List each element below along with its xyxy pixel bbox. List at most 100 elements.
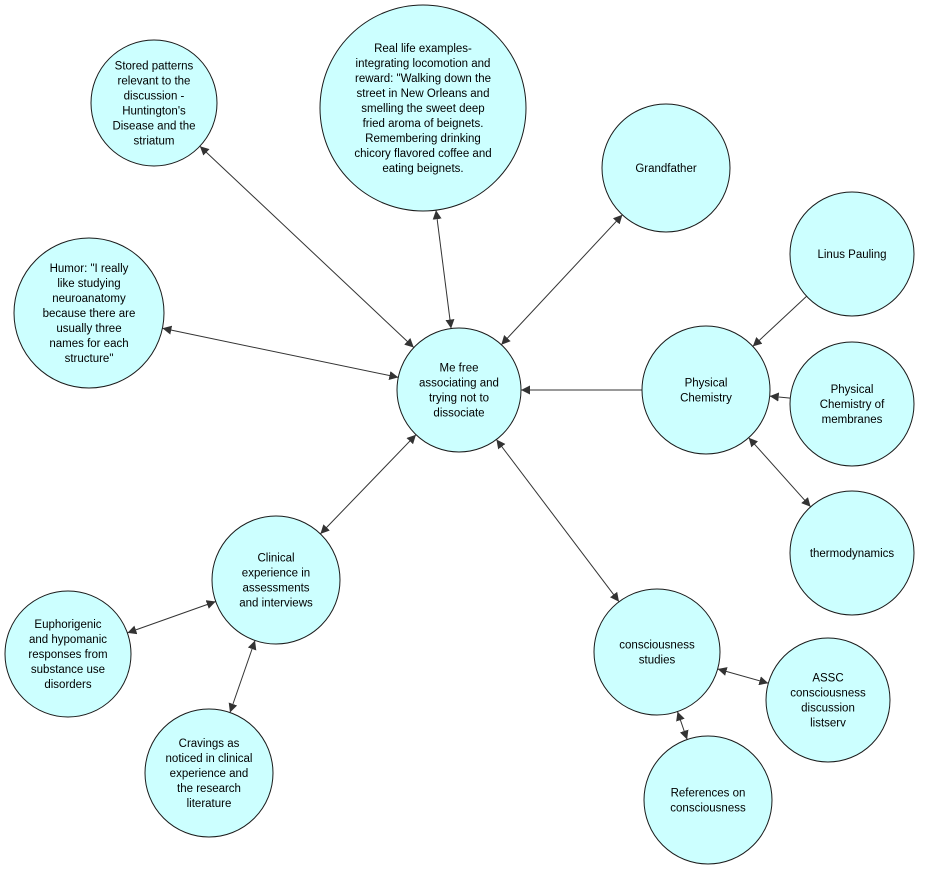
node-label-line: listserv [810, 718, 846, 730]
node-circle [601, 103, 731, 233]
node-label-line: membranes [822, 414, 883, 426]
node-label-line: experience and [170, 768, 249, 780]
node-circle [789, 490, 915, 616]
node-circle [593, 588, 721, 716]
node-refs: References on consciousness [643, 735, 773, 865]
node-circle [4, 590, 132, 718]
node-circle [396, 327, 522, 453]
node-label-line: and hypomanic [29, 634, 107, 646]
node-label-line: Cravings as [179, 738, 240, 750]
edge-clinical-cravings [228, 640, 257, 713]
node-label-line: noticed in clinical [166, 753, 253, 765]
edge-linus-physchem [752, 295, 807, 347]
node-label-line: structure" [65, 353, 114, 365]
node-label-line: reward: "Walking down the [355, 73, 491, 85]
node-label-line: dissociate [433, 408, 484, 420]
edge-center-reallife [432, 210, 455, 329]
node-label-line: usually three [56, 323, 121, 335]
node-label-line: assessments [242, 583, 309, 595]
node-circle [90, 39, 218, 167]
node-label-line: trying not to [429, 393, 489, 405]
node-circle [13, 237, 165, 389]
node-label-line: literature [187, 798, 232, 810]
node-label-line: discussion [801, 703, 855, 715]
node-label-line: discussion - [124, 91, 185, 103]
node-label-line: relevant to the [118, 76, 191, 88]
node-label-line: Stored patterns [115, 61, 194, 73]
node-label-line: chicory flavored coffee and [354, 148, 491, 160]
node-conscious: consciousness studies [593, 588, 721, 716]
node-label-line: Disease and the [112, 121, 195, 133]
node-label-line: street in New Orleans and [357, 88, 490, 100]
node-label-line: neuroanatomy [52, 293, 126, 305]
node-label-line: thermodynamics [810, 548, 895, 560]
node-label-line: responses from [28, 649, 107, 661]
node-label-line: consciousness [670, 803, 746, 815]
node-label-line: like studying [57, 278, 120, 290]
node-label-line: Me free [440, 363, 479, 375]
node-label-line: fried aroma of beignets. [363, 118, 484, 130]
node-linus: Linus Pauling [789, 191, 915, 317]
edge-physmem-physchem [769, 392, 791, 402]
node-cravings: Cravings as noticed in clinical experience… [144, 708, 274, 838]
edge-physchem-thermo [748, 437, 811, 508]
node-label-line: Remembering drinking [365, 133, 481, 145]
node-label-line: striatum [134, 136, 175, 148]
node-label-line: Humor: "I really [50, 263, 129, 275]
node-label-line: Physical [831, 384, 874, 396]
node-circle [641, 325, 771, 455]
node-circle [789, 341, 915, 467]
node-label-line: Huntington's [122, 106, 186, 118]
node-label-line: associating and [419, 378, 499, 390]
node-label-line: disorders [44, 679, 92, 691]
node-assc: ASSC consciousness discussion listserv [765, 637, 891, 763]
node-stored: Stored patterns relevant to the discussion… [90, 39, 218, 167]
node-label-line: the research [177, 783, 241, 795]
nodes-layer: Me free associating and trying not to disso… [4, 4, 915, 865]
node-label-line: because there are [43, 308, 136, 320]
node-circle [765, 637, 891, 763]
node-grandfather: Grandfather [601, 103, 731, 233]
node-label-line: and interviews [239, 598, 313, 610]
node-label-line: Physical [685, 378, 728, 390]
node-label-line: Clinical [257, 553, 294, 565]
node-label-line: eating beignets. [382, 163, 463, 175]
edges-layer [127, 145, 811, 740]
edge-conscious-refs [676, 711, 689, 740]
node-label-line: smelling the sweet deep [361, 103, 484, 115]
edge-center-conscious [496, 439, 620, 603]
node-clinical: Clinical experience in assessments and inte… [211, 515, 341, 645]
node-label-line: consciousness [619, 640, 695, 652]
edge-clinical-euphoric [127, 600, 216, 635]
node-label-line: Grandfather [635, 163, 697, 175]
node-reallife: Real life examples-integrating locomotio… [319, 4, 527, 212]
edge-center-grandfather [500, 214, 623, 346]
edge-center-humor [162, 325, 399, 380]
node-circle [211, 515, 341, 645]
edge-center-stored [199, 145, 415, 348]
node-label-line: consciousness [790, 688, 866, 700]
edge-center-clinical [320, 434, 417, 535]
edge-conscious-assc [717, 667, 769, 686]
node-thermo: thermodynamics [789, 490, 915, 616]
node-label-line: Chemistry [680, 393, 732, 405]
node-label-line: studies [639, 655, 676, 667]
node-label-line: names for each [49, 338, 128, 350]
node-circle [319, 4, 527, 212]
node-label-line: experience in [242, 568, 310, 580]
node-label-line: ASSC [812, 673, 843, 685]
node-center: Me free associating and trying not to disso… [396, 327, 522, 453]
node-label-line: References on [671, 788, 746, 800]
node-circle [144, 708, 274, 838]
node-label-line: Real life examples- [374, 43, 472, 55]
node-humor: Humor: "I really like studying neuroanatom… [13, 237, 165, 389]
node-label-line: Chemistry of [820, 399, 885, 411]
node-circle [643, 735, 773, 865]
node-label-line: integrating locomotion and [356, 58, 491, 70]
node-label-line: substance use [31, 664, 105, 676]
node-label-line: Linus Pauling [817, 249, 886, 261]
